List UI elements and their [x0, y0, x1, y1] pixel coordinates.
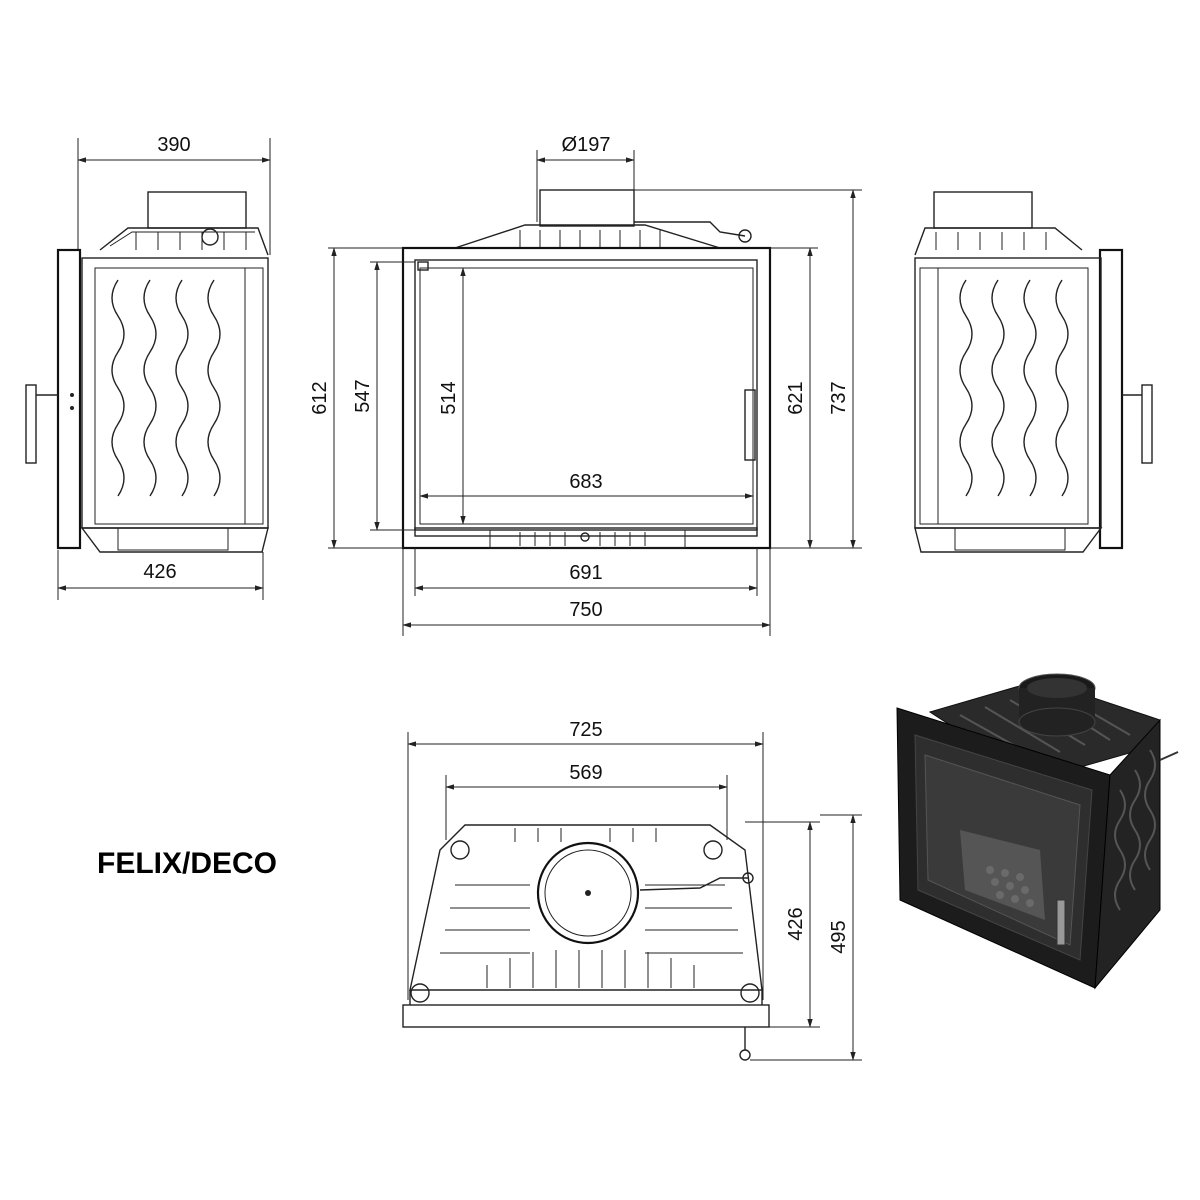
dim-label-426-top: 426 — [785, 907, 807, 940]
top-view: 725 569 — [402, 719, 862, 1061]
model-title: FELIX/DECO — [97, 847, 277, 880]
dim-label-390: 390 — [157, 134, 190, 156]
dim-label-495: 495 — [828, 920, 850, 953]
product-render-image — [896, 673, 1179, 990]
wave-pattern-right — [959, 279, 1069, 497]
dim-label-569: 569 — [569, 762, 602, 784]
door-latch-icon — [744, 389, 756, 461]
dim-label-621: 621 — [785, 381, 807, 414]
dim-label-612: 612 — [309, 381, 331, 414]
door-handle-icon — [1141, 384, 1153, 464]
dim-label-547: 547 — [352, 379, 374, 412]
bolt-icon — [703, 840, 723, 860]
dim-label-426-side: 426 — [143, 561, 176, 583]
bolt-icon — [450, 840, 470, 860]
dim-label-flue: Ø197 — [562, 134, 611, 156]
side-view-right — [914, 191, 1153, 553]
wave-pattern-left — [111, 279, 221, 497]
bolt-icon — [201, 228, 219, 246]
door-handle-icon — [25, 384, 37, 464]
flue-outlet-icon — [536, 841, 640, 945]
front-view: Ø197 683 — [309, 134, 862, 636]
dim-label-750: 750 — [569, 599, 602, 621]
bolt-icon — [740, 983, 760, 1003]
dim-label-691: 691 — [569, 562, 602, 584]
dim-label-725: 725 — [569, 719, 602, 741]
side-view-left: 390 426 — [25, 134, 271, 600]
bolt-icon — [410, 983, 430, 1003]
dim-label-514: 514 — [438, 381, 460, 414]
dim-label-737: 737 — [828, 381, 850, 414]
dim-label-683: 683 — [569, 471, 602, 493]
door-handle-icon — [1056, 899, 1066, 946]
